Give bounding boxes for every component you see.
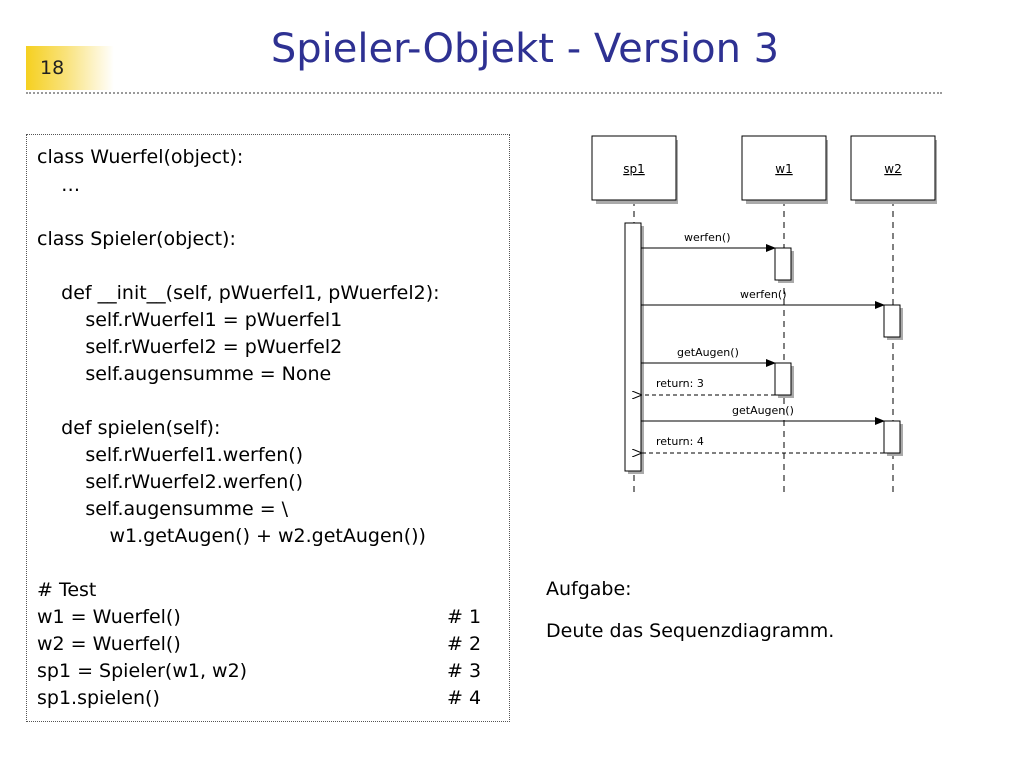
code-line: class Spieler(object): [37, 228, 236, 250]
activation-w2-getaugen [883, 420, 901, 454]
code-line: self.augensumme = \ [37, 498, 289, 520]
activation-w1-getaugen [774, 362, 792, 396]
code-line: # Test [37, 579, 97, 601]
code-line: sp1 = Spieler(w1, w2) [37, 660, 248, 682]
code-line: self.rWuerfel2 = pWuerfel2 [37, 336, 343, 358]
code-line: self.rWuerfel2.werfen() [37, 471, 304, 493]
code-comment: # 2 [447, 633, 482, 655]
task-label: Aufgabe: [546, 578, 632, 600]
slide-number: 18 [40, 57, 65, 79]
code-comment: # 3 [447, 660, 482, 682]
code-line: w2 = Wuerfel() [37, 633, 181, 655]
code-line: self.rWuerfel1.werfen() [37, 444, 304, 466]
object-label-w1: w1 [775, 162, 792, 176]
return-label: return: 4 [656, 435, 704, 448]
object-box-sp1: sp1 [591, 135, 678, 204]
page-title: Spieler-Objekt - Version 3 [270, 26, 780, 72]
code-box: class Wuerfel(object): … class Spieler(o… [26, 134, 510, 722]
code-comment: # 4 [447, 687, 482, 709]
sequence-diagram: sp1 w1 w2 werfen() werfen() getAugen() r… [591, 135, 937, 496]
task-text: Deute das Sequenzdiagramm. [546, 620, 835, 642]
return-label: return: 3 [656, 377, 704, 390]
code-line: w1 = Wuerfel() [37, 606, 181, 628]
activation-w2-werfen [883, 304, 901, 338]
message-label: getAugen() [677, 346, 739, 359]
object-box-w1: w1 [741, 135, 828, 204]
activation-sp1 [624, 222, 642, 472]
message-label: getAugen() [732, 404, 794, 417]
slide-number-badge: 18 [26, 46, 114, 90]
object-box-w2: w2 [850, 135, 937, 204]
code-line: class Wuerfel(object): [37, 146, 244, 168]
message-label: werfen() [684, 231, 730, 244]
title-divider [26, 92, 942, 94]
code-line: w1.getAugen() + w2.getAugen()) [37, 525, 426, 547]
code-line: … [37, 174, 81, 196]
message-label: werfen() [740, 288, 786, 301]
code-line: self.augensumme = None [37, 363, 332, 385]
object-label-sp1: sp1 [623, 162, 645, 176]
code-comment: # 1 [447, 606, 482, 628]
object-label-w2: w2 [884, 162, 901, 176]
code-line: def __init__(self, pWuerfel1, pWuerfel2)… [37, 282, 440, 304]
activation-w1-werfen [774, 247, 792, 281]
code-line: self.rWuerfel1 = pWuerfel1 [37, 309, 343, 331]
code-line: sp1.spielen() [37, 687, 160, 709]
code-line: def spielen(self): [37, 417, 221, 439]
